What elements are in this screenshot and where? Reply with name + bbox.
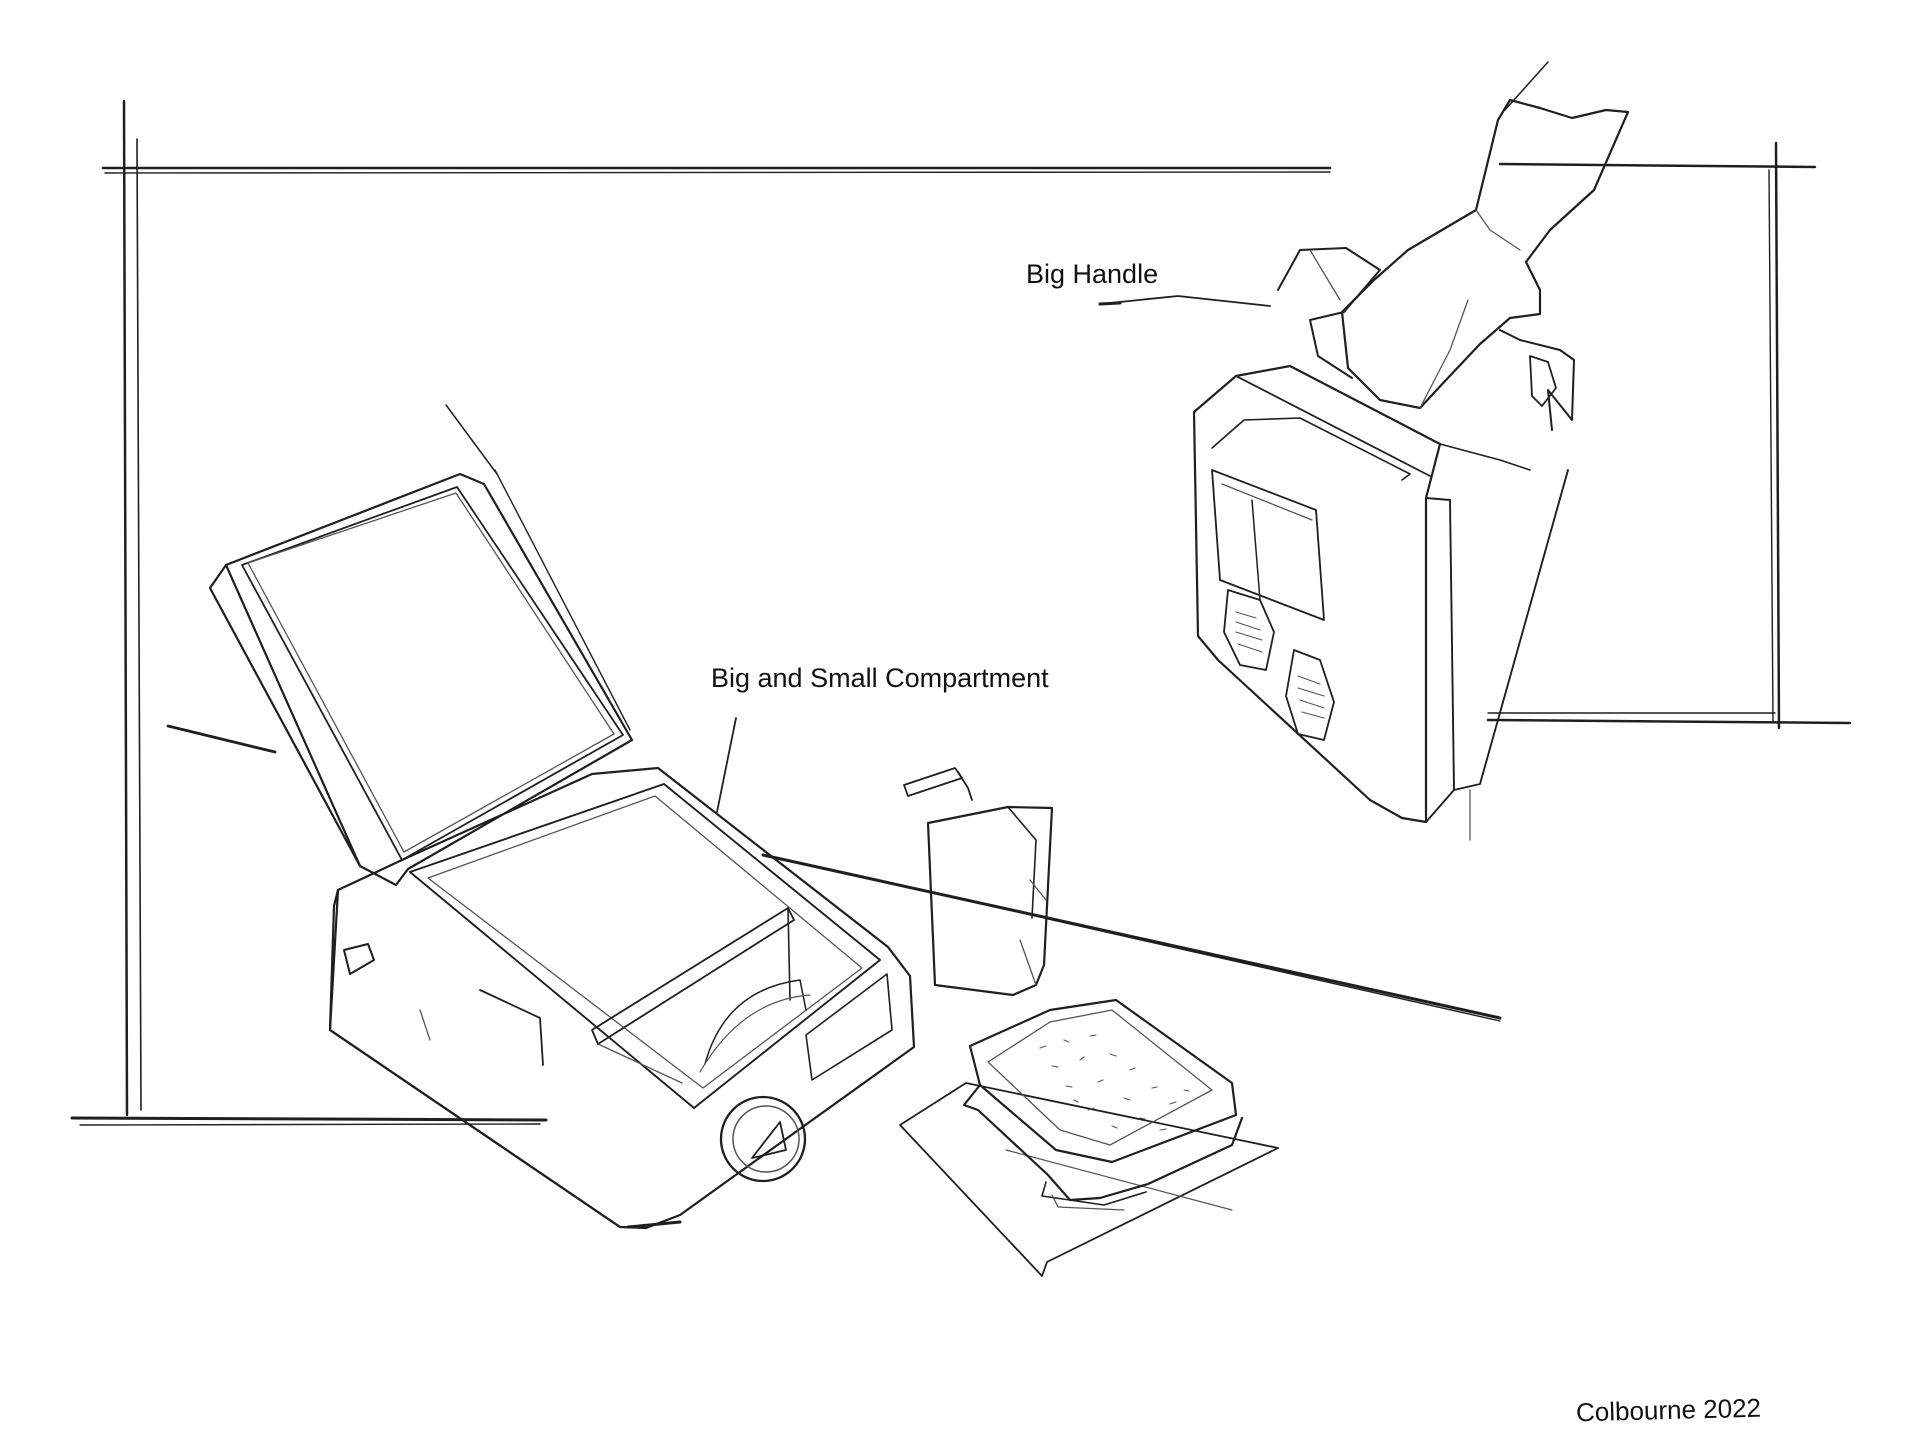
bread-texture bbox=[1039, 1034, 1190, 1131]
compartment-label: Big and Small Compartment bbox=[711, 663, 1049, 693]
closed-lunchbox-with-hand bbox=[1098, 61, 1630, 841]
lunchbox-knob bbox=[719, 1095, 807, 1183]
foot-left bbox=[1223, 589, 1275, 671]
napkin bbox=[899, 1082, 1279, 1277]
background-frame bbox=[70, 99, 1852, 1126]
sandwich-top bbox=[968, 998, 1238, 1164]
artist-signature: Colbourne 2022 bbox=[1575, 1392, 1762, 1428]
big-handle-label: Big Handle bbox=[1026, 259, 1159, 289]
open-lunchbox bbox=[208, 404, 916, 1230]
compartment-divider bbox=[591, 907, 795, 1045]
juice-straw bbox=[903, 767, 963, 797]
hand bbox=[1340, 98, 1630, 410]
lunchbox-body bbox=[328, 766, 916, 1230]
closed-lunchbox-body bbox=[1192, 364, 1442, 824]
lunchbox-lid bbox=[224, 472, 634, 887]
sandwich bbox=[899, 998, 1279, 1277]
juice-box bbox=[903, 767, 1054, 997]
big-handle bbox=[1277, 247, 1381, 379]
